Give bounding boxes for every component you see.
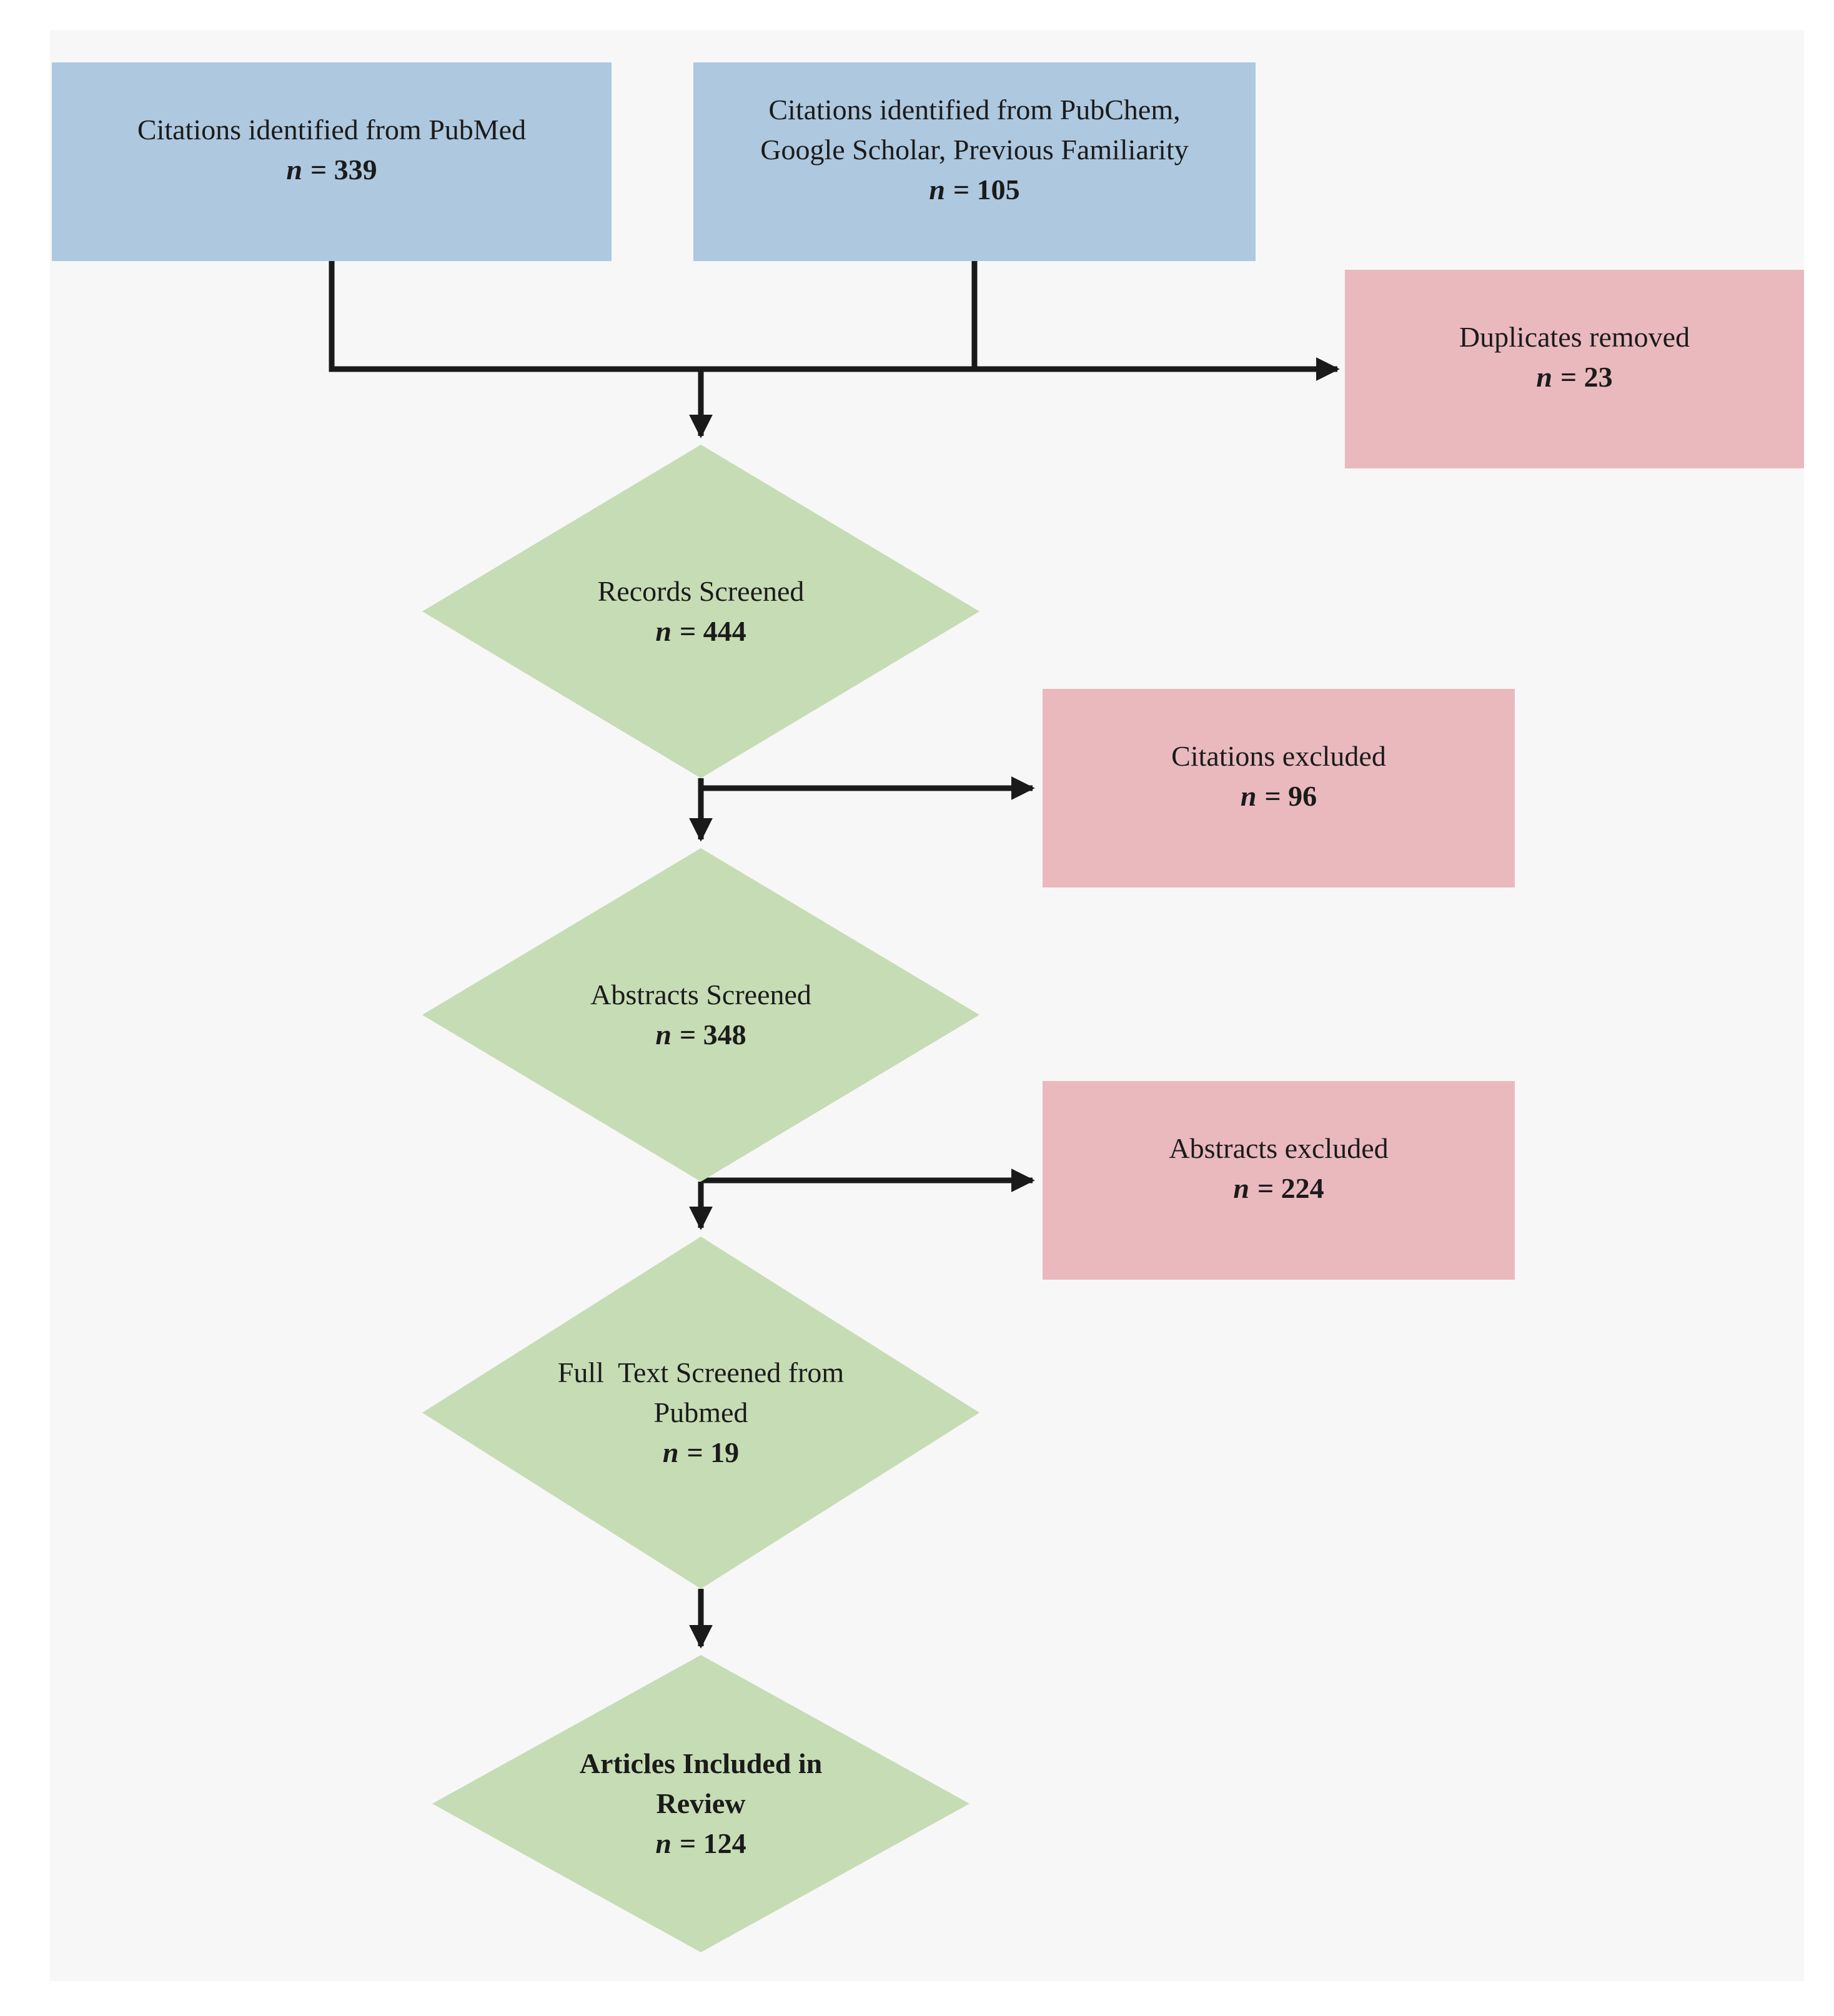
node-fulltext-screened: Full Text Screened from Pubmed n= 19 (451, 1294, 951, 1531)
abstracts-screened-diamond (422, 848, 979, 1182)
node-label: Citations excluded (1171, 740, 1386, 772)
node-citations-pubmed: Citations identified from PubMed n= 339 (52, 62, 612, 261)
n-count: n= 444 (655, 615, 746, 647)
node-label: Pubmed (653, 1396, 748, 1428)
n-count: n= 19 (662, 1436, 740, 1468)
node-label: Google Scholar, Previous Familiarity (760, 134, 1189, 166)
n-count: n= 224 (1233, 1172, 1324, 1204)
node-label: Full Text Screened from (557, 1356, 845, 1388)
node-label: Review (656, 1787, 746, 1819)
records-screened-diamond (422, 445, 979, 778)
n-count: n= 339 (286, 154, 377, 185)
node-label: Citations identified from PubMed (137, 114, 527, 146)
fulltext-screened-diamond (422, 1237, 979, 1589)
node-label: Citations identified from PubChem, (768, 94, 1181, 126)
node-label: Duplicates removed (1459, 321, 1690, 353)
articles-included-diamond (432, 1655, 969, 1952)
node-label: Articles Included in (579, 1747, 823, 1779)
node-label: Abstracts Screened (590, 979, 811, 1010)
node-records-screened: Records Screened n= 444 (482, 518, 919, 705)
node-label: Abstracts excluded (1169, 1132, 1389, 1164)
node-abstracts-screened: Abstracts Screened n= 348 (482, 921, 919, 1109)
node-citations-other-sources: Citations identified from PubChem, Googl… (693, 62, 1256, 261)
connector-sources-to-duplicates (329, 259, 1340, 381)
node-label: Records Screened (597, 575, 805, 607)
n-count: n= 23 (1536, 361, 1613, 393)
n-count: n= 124 (655, 1827, 746, 1859)
node-abstracts-excluded: Abstracts excluded n= 224 (1043, 1081, 1515, 1280)
node-duplicates-removed: Duplicates removed n= 23 (1345, 270, 1804, 468)
node-citations-excluded: Citations excluded n= 96 (1043, 689, 1515, 887)
n-count: n= 348 (655, 1019, 746, 1050)
node-articles-included: Articles Included in Review n= 124 (482, 1691, 919, 1916)
n-count: n= 96 (1240, 780, 1317, 812)
n-count: n= 105 (929, 174, 1020, 205)
